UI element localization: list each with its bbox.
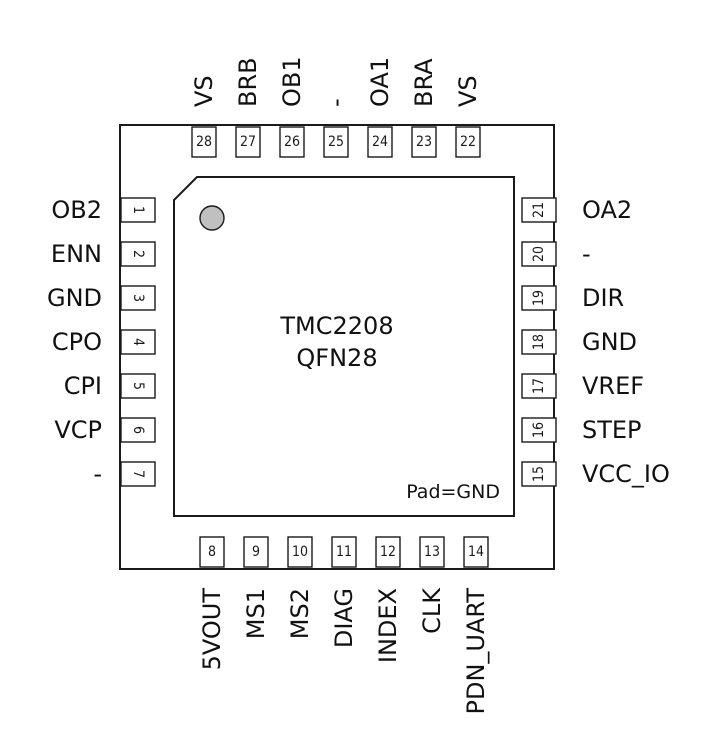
pin-box — [235, 126, 261, 158]
pin-label: OA1 — [366, 57, 394, 107]
pin-number: 26 — [284, 134, 300, 150]
pin-number: 3 — [130, 294, 146, 302]
pin-number: 11 — [336, 544, 352, 560]
pin-box — [521, 461, 557, 487]
pin-box — [120, 241, 156, 267]
pad-label: Pad=GND — [406, 481, 500, 503]
pin-box — [521, 197, 557, 223]
pin-label: DIR — [582, 284, 624, 312]
pin-number: 18 — [531, 334, 547, 350]
pin-box — [323, 126, 349, 158]
pin-box — [521, 417, 557, 443]
pin-label: BRA — [410, 58, 438, 107]
pin-box — [411, 126, 437, 158]
pin-label: BRB — [234, 57, 262, 107]
pin-box — [120, 373, 156, 399]
pin-label: VCC_IO — [582, 460, 670, 488]
pin-box — [287, 536, 313, 568]
pin-number: 20 — [531, 246, 547, 262]
pin-number: 28 — [196, 134, 212, 150]
pin-label: GND — [47, 284, 102, 312]
pin-box — [120, 461, 156, 487]
pin-label: ENN — [51, 240, 102, 268]
pin-box — [419, 536, 445, 568]
pin-number: 10 — [292, 544, 308, 560]
pin-number: 5 — [130, 382, 146, 390]
pin-label: OB2 — [51, 196, 102, 224]
exposed-pad — [173, 176, 515, 517]
pin-number: 25 — [328, 134, 344, 150]
pin-box — [521, 241, 557, 267]
pin-number: 19 — [531, 290, 547, 306]
pin-number: 13 — [424, 544, 440, 560]
pin-number: 4 — [130, 338, 146, 346]
pin-box — [120, 197, 156, 223]
pin-box — [120, 329, 156, 355]
pin-number: 27 — [240, 134, 256, 150]
pin-label: VCP — [54, 416, 102, 444]
pin-label: GND — [582, 328, 637, 356]
pin-label: CLK — [418, 587, 446, 634]
pin-box — [199, 536, 225, 568]
chip-name: TMC2208 — [279, 312, 393, 340]
pin-box — [455, 126, 481, 158]
pin-label: - — [582, 240, 591, 268]
chip-package: QFN28 — [296, 344, 377, 372]
pin-box — [279, 126, 305, 158]
pin-number: 8 — [208, 544, 216, 560]
pin-number: 14 — [468, 544, 484, 560]
pin-box — [463, 536, 489, 568]
pin-box — [120, 417, 156, 443]
pin-label: MS1 — [242, 588, 270, 639]
pin-box — [331, 536, 357, 568]
pin-number: 1 — [130, 206, 146, 214]
pin-label: CPI — [64, 372, 102, 400]
pin-label: VS — [454, 75, 482, 107]
pin-label: VS — [190, 75, 218, 107]
pin-box — [375, 536, 401, 568]
pin-label: STEP — [582, 416, 642, 444]
pin-box — [367, 126, 393, 158]
pin-label: MS2 — [286, 588, 314, 639]
pin-number: 7 — [130, 470, 146, 478]
pin-label: DIAG — [330, 588, 358, 648]
pin-number: 23 — [416, 134, 432, 150]
pin-number: 9 — [252, 544, 260, 560]
pin-label: CPO — [52, 328, 102, 356]
pin-label: VREF — [582, 372, 644, 400]
pin-box — [521, 285, 557, 311]
pin-number: 24 — [372, 134, 388, 150]
pin-label: INDEX — [374, 588, 402, 663]
pin-label: PDN_UART — [462, 588, 490, 715]
pin-number: 12 — [380, 544, 396, 560]
pin-box — [243, 536, 269, 568]
pin-number: 17 — [531, 378, 547, 394]
pin1-marker-dot — [199, 205, 225, 231]
pin-label: OA2 — [582, 196, 632, 224]
pin-number: 16 — [531, 422, 547, 438]
pin-label: OB1 — [278, 56, 306, 107]
pin-label: - — [322, 98, 350, 107]
pin-box — [120, 285, 156, 311]
pin-number: 15 — [531, 466, 547, 482]
pin-box — [191, 126, 217, 158]
pin-label: - — [93, 460, 102, 488]
pin-number: 2 — [130, 250, 146, 258]
pin-label: 5VOUT — [198, 588, 226, 671]
pin-box — [521, 373, 557, 399]
pin-number: 22 — [460, 134, 476, 150]
pin-number: 6 — [130, 426, 146, 434]
pin-number: 21 — [531, 202, 547, 218]
pin-box — [521, 329, 557, 355]
